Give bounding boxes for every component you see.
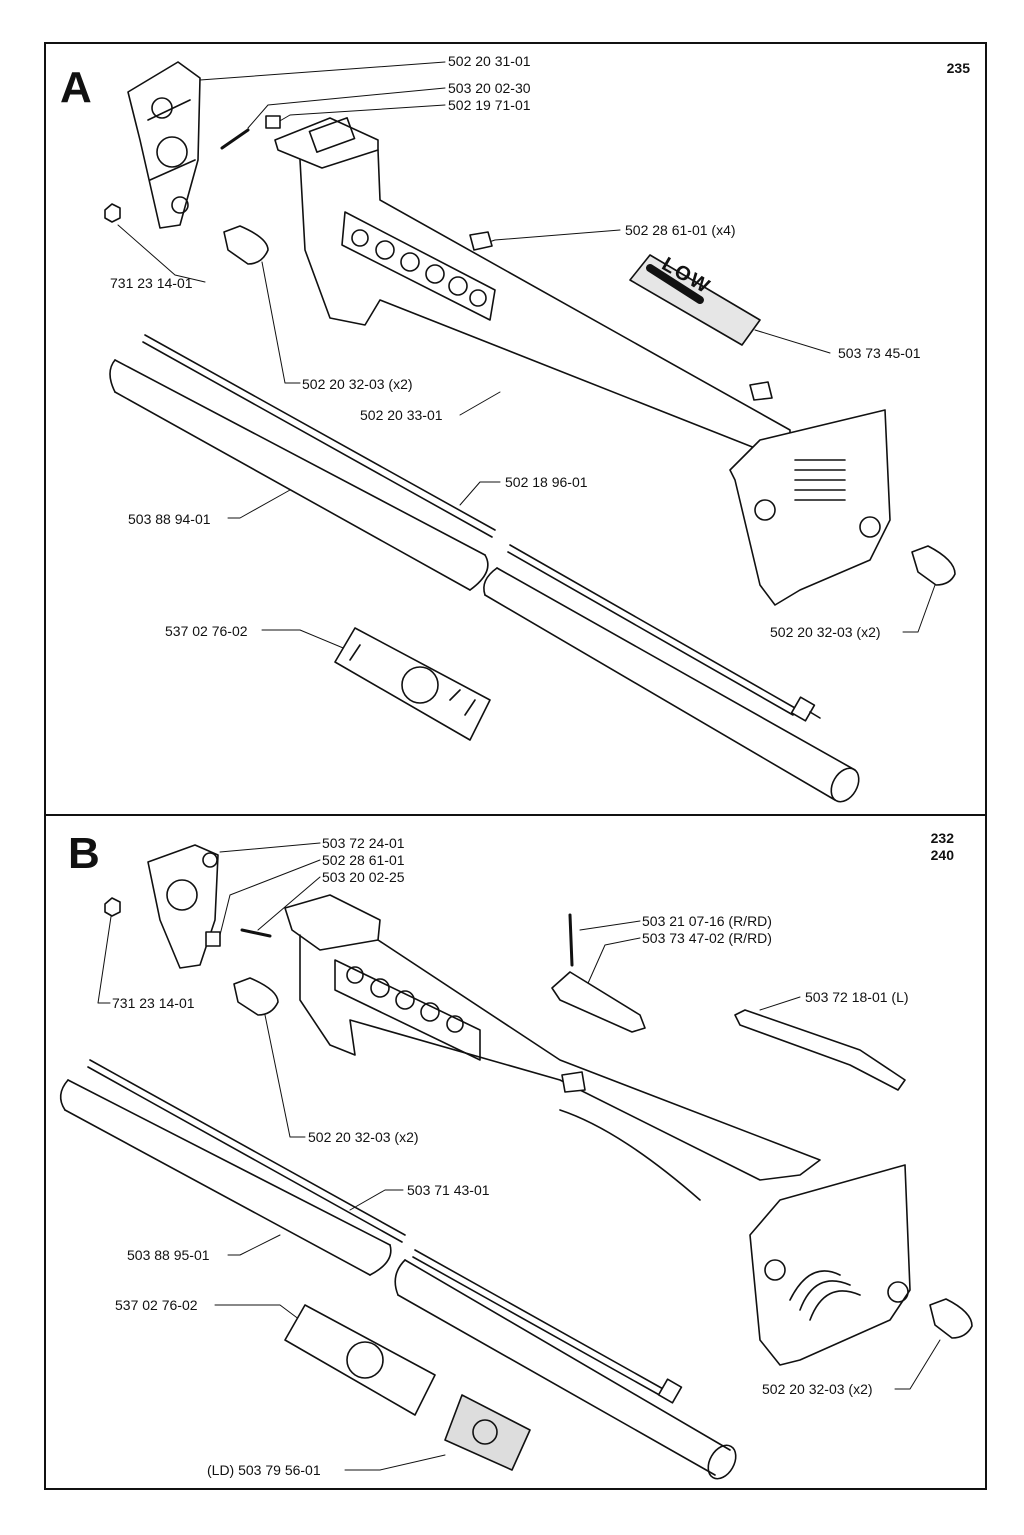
- cable-clip-b: [562, 1072, 585, 1092]
- stop-lever-b: [735, 1010, 905, 1090]
- nut-b: [105, 898, 120, 916]
- logo-decal-a: [630, 255, 760, 345]
- screw-a: [222, 130, 248, 148]
- handle-bracket-a: [128, 62, 200, 228]
- housing-a: [275, 118, 890, 605]
- callout-b-12: (LD) 503 79 56-01: [207, 1462, 321, 1478]
- warning-decal-a: [335, 628, 490, 740]
- housing-b: [285, 895, 910, 1365]
- callout-a-9: 503 88 94-01: [128, 511, 211, 527]
- cable-clip-a1: [470, 232, 492, 250]
- callout-a-4: 731 23 14-01: [110, 275, 193, 291]
- cable-clip-a2: [750, 382, 772, 400]
- callout-a-3: 502 28 61-01 (x4): [625, 222, 736, 238]
- section-letter-b: B: [68, 829, 100, 878]
- leader-lines-a: [118, 62, 935, 655]
- rubber-plug-b1: [234, 978, 278, 1015]
- rubber-plug-a2: [912, 546, 955, 585]
- callout-a-6: 502 20 32-03 (x2): [302, 376, 413, 392]
- throttle-lever-b: [552, 972, 645, 1032]
- model-number-b2: 240: [930, 847, 954, 863]
- section-b-panel: [44, 814, 987, 1490]
- nut-a: [105, 204, 120, 222]
- callout-a-2: 502 19 71-01: [448, 97, 531, 113]
- throttle-screw-b: [570, 915, 572, 965]
- drive-shaft-b: [88, 1060, 681, 1403]
- callout-b-5: 731 23 14-01: [112, 995, 195, 1011]
- callout-b-3: 503 21 07-16 (R/RD): [642, 913, 772, 929]
- callout-b-4: 503 73 47-02 (R/RD): [642, 930, 772, 946]
- warning-decal-b: [285, 1305, 435, 1415]
- callout-b-11: 502 20 32-03 (x2): [762, 1381, 873, 1397]
- drive-shaft-a: [143, 335, 820, 721]
- callout-a-11: 502 20 32-03 (x2): [770, 624, 881, 640]
- callout-b-10: 537 02 76-02: [115, 1297, 198, 1313]
- clip-b: [206, 932, 220, 946]
- callout-b-6: 503 72 18-01 (L): [805, 989, 909, 1005]
- screw-b: [242, 930, 270, 936]
- callout-a-7: 502 20 33-01: [360, 407, 443, 423]
- callout-b-8: 503 71 43-01: [407, 1182, 490, 1198]
- shaft-tube-b: [61, 1080, 742, 1484]
- callout-a-10: 537 02 76-02: [165, 623, 248, 639]
- callout-b-0: 503 72 24-01: [322, 835, 405, 851]
- section-letter-a: A: [60, 63, 92, 112]
- callout-b-7: 502 20 32-03 (x2): [308, 1129, 419, 1145]
- callout-b-9: 503 88 95-01: [127, 1247, 210, 1263]
- clip-a: [266, 116, 280, 128]
- callout-b-2: 503 20 02-25: [322, 869, 405, 885]
- shaft-tube-a: [110, 360, 864, 807]
- callout-a-5: 503 73 45-01: [838, 345, 921, 361]
- callout-a-0: 502 20 31-01: [448, 53, 531, 69]
- model-number-b1: 232: [930, 830, 954, 846]
- rubber-plug-b2: [930, 1299, 972, 1338]
- callout-a-1: 503 20 02-30: [448, 80, 531, 96]
- leader-lines-b: [98, 843, 940, 1470]
- model-number-a: 235: [946, 60, 970, 76]
- callout-b-1: 502 28 61-01: [322, 852, 405, 868]
- handle-bracket-b: [148, 845, 218, 968]
- rubber-plug-a1: [224, 226, 268, 264]
- ld-decal-b: [445, 1395, 530, 1470]
- callout-a-8: 502 18 96-01: [505, 474, 588, 490]
